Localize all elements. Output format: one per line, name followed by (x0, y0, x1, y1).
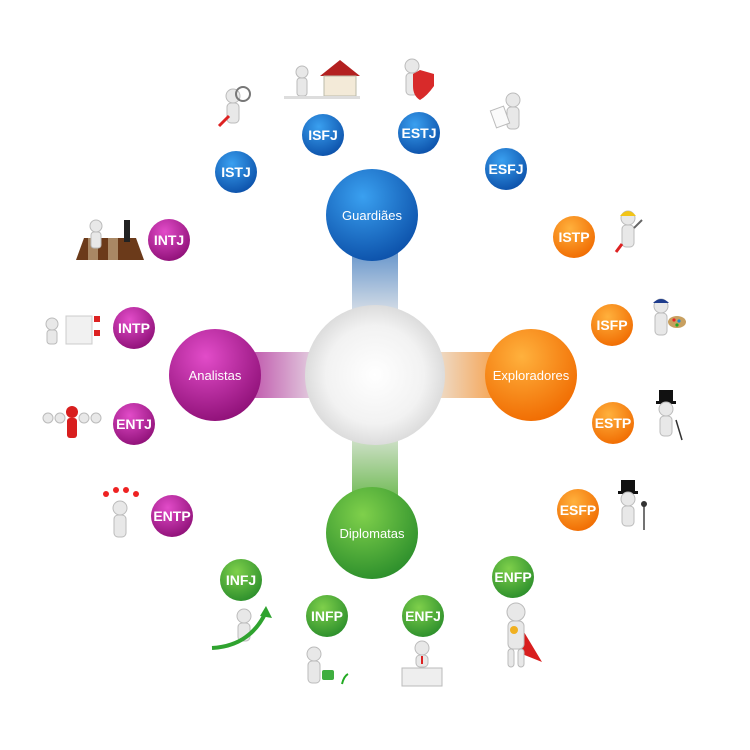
podium-figure-icon (401, 640, 443, 687)
rising-arrow-figure-icon (211, 606, 272, 650)
type-label-istj: ISTJ (221, 164, 251, 180)
microphone-figure-icon (618, 480, 647, 530)
type-label-intp: INTP (118, 320, 150, 336)
type-enfj[interactable]: ENFJ (402, 595, 444, 637)
type-label-enfp: ENFP (494, 569, 531, 585)
type-enfp[interactable]: ENFP (492, 556, 534, 598)
clipboard-figure-icon (489, 92, 521, 130)
type-estj[interactable]: ESTJ (398, 112, 440, 154)
type-label-entp: ENTP (153, 508, 190, 524)
type-label-esfj: ESFJ (488, 161, 523, 177)
type-isfp[interactable]: ISFP (591, 304, 633, 346)
type-isfj[interactable]: ISFJ (302, 114, 344, 156)
hammer-figure-icon (614, 210, 643, 253)
type-esfp[interactable]: ESFP (557, 489, 599, 531)
group-hub-analysts[interactable]: Analistas (169, 329, 261, 421)
painter-figure-icon (653, 298, 686, 336)
shield-figure-icon (404, 58, 434, 100)
group-label-analysts: Analistas (189, 368, 242, 383)
superhero-figure-icon (506, 602, 542, 668)
type-estp[interactable]: ESTP (592, 402, 634, 444)
watering-figure-icon (306, 646, 349, 685)
tophat-figure-icon (656, 390, 683, 441)
group-hub-guardians[interactable]: Guardiães (326, 169, 418, 261)
type-label-infj: INFJ (226, 572, 256, 588)
type-label-estp: ESTP (595, 415, 632, 431)
group-label-guardians: Guardiães (342, 208, 402, 223)
type-istp[interactable]: ISTP (553, 216, 595, 258)
type-label-isfp: ISFP (596, 317, 627, 333)
magnifier-figure-icon (217, 86, 251, 128)
group-label-diplomats: Diplomatas (339, 526, 405, 541)
type-intp[interactable]: INTP (113, 307, 155, 349)
cubes-figure-icon (45, 315, 100, 345)
type-label-infp: INFP (311, 608, 343, 624)
type-label-isfj: ISFJ (308, 127, 338, 143)
type-label-enfj: ENFJ (405, 608, 441, 624)
hub-center (305, 305, 445, 445)
type-esfj[interactable]: ESFJ (485, 148, 527, 190)
type-entj[interactable]: ENTJ (113, 403, 155, 445)
type-intj[interactable]: INTJ (148, 219, 190, 261)
group-hub-diplomats[interactable]: Diplomatas (326, 487, 418, 579)
central-hub (255, 245, 500, 500)
type-label-entj: ENTJ (116, 416, 152, 432)
leader-figure-icon (42, 406, 102, 438)
ideas-figure-icon (103, 487, 139, 538)
type-infp[interactable]: INFP (306, 595, 348, 637)
type-label-intj: INTJ (154, 232, 184, 248)
house-figure-icon (284, 60, 360, 99)
type-label-esfp: ESFP (560, 502, 597, 518)
type-entp[interactable]: ENTP (151, 495, 193, 537)
type-label-istp: ISTP (558, 229, 589, 245)
type-istj[interactable]: ISTJ (215, 151, 257, 193)
type-label-estj: ESTJ (401, 125, 436, 141)
group-label-explorers: Exploradores (493, 368, 570, 383)
group-hub-explorers[interactable]: Exploradores (485, 329, 577, 421)
chess-figure-icon (76, 219, 144, 260)
type-infj[interactable]: INFJ (220, 559, 262, 601)
